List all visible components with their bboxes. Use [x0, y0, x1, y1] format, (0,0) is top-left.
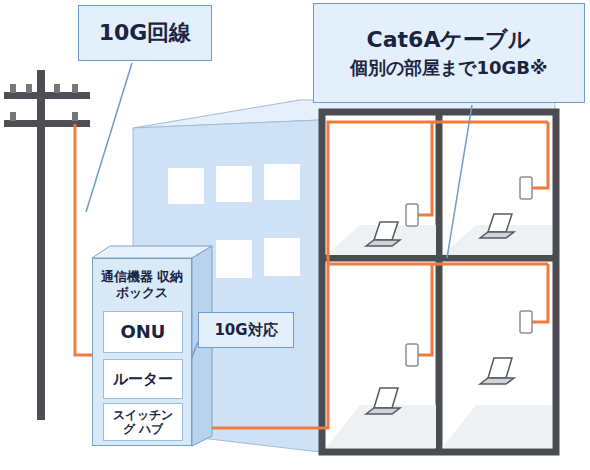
utility-pole [26, 84, 32, 93]
laptop [488, 358, 512, 378]
lan-cable [212, 122, 548, 428]
room [322, 112, 556, 452]
laptop [488, 214, 512, 232]
laptop [374, 222, 398, 240]
lan-cable [75, 122, 548, 428]
laptop [366, 240, 400, 246]
lan-cable [75, 124, 92, 355]
utility-pole [4, 92, 90, 99]
laptop [366, 214, 514, 414]
wall-outlet [406, 177, 532, 366]
building [133, 100, 555, 452]
building [216, 166, 252, 202]
label-text: 通信機器 収納ボックス [98, 269, 186, 300]
lan-cable [418, 264, 432, 355]
room [442, 405, 552, 448]
room [322, 255, 556, 262]
device-box: ONU [103, 311, 183, 353]
utility-pole [72, 112, 78, 121]
laptop [480, 378, 514, 384]
wall-outlet [520, 177, 532, 199]
room [436, 112, 443, 452]
label-text: Cat6Aケーブル [367, 27, 532, 53]
building [264, 238, 300, 276]
room [326, 405, 436, 448]
equipment-box-side [92, 246, 212, 258]
label-text: スイッチング ハブ [109, 408, 177, 437]
laptop [480, 232, 514, 238]
callout-box: 10G回線 [78, 5, 212, 61]
wall-outlet [520, 311, 532, 333]
label-text: 個別の部屋まで10GB※ [350, 57, 547, 79]
laptop [366, 408, 400, 414]
wall-outlet [406, 344, 418, 366]
utility-pole [72, 84, 78, 93]
label-text: 10G回線 [99, 20, 192, 46]
lan-cable [328, 263, 548, 266]
lan-cable [418, 122, 432, 215]
label-text: ONU [121, 321, 166, 343]
utility-pole [10, 84, 16, 93]
callout-box: Cat6Aケーブル個別の部屋まで10GB※ [313, 3, 585, 103]
room [322, 112, 556, 452]
leader-line [86, 63, 132, 212]
wall-outlet [406, 204, 418, 226]
label-text: 10G対応 [214, 321, 277, 339]
building [264, 164, 300, 200]
utility-pole [54, 84, 60, 93]
lan-cable [532, 122, 548, 188]
building [216, 240, 252, 278]
utility-pole [4, 120, 90, 127]
utility-pole [10, 112, 16, 121]
building [168, 168, 204, 204]
device-box: ルーター [103, 359, 183, 399]
lan-cable [532, 264, 548, 322]
equipment-box-side [92, 246, 212, 446]
equipment-box: 通信機器 収納ボックス ONU ルータースイッチング ハブ [92, 258, 192, 446]
leader-line [447, 105, 472, 258]
label-text: ルーター [113, 370, 173, 388]
callout-box: 10G対応 [198, 312, 294, 348]
device-box: スイッチング ハブ [103, 403, 183, 441]
laptop [374, 388, 398, 408]
utility-pole [4, 70, 90, 420]
